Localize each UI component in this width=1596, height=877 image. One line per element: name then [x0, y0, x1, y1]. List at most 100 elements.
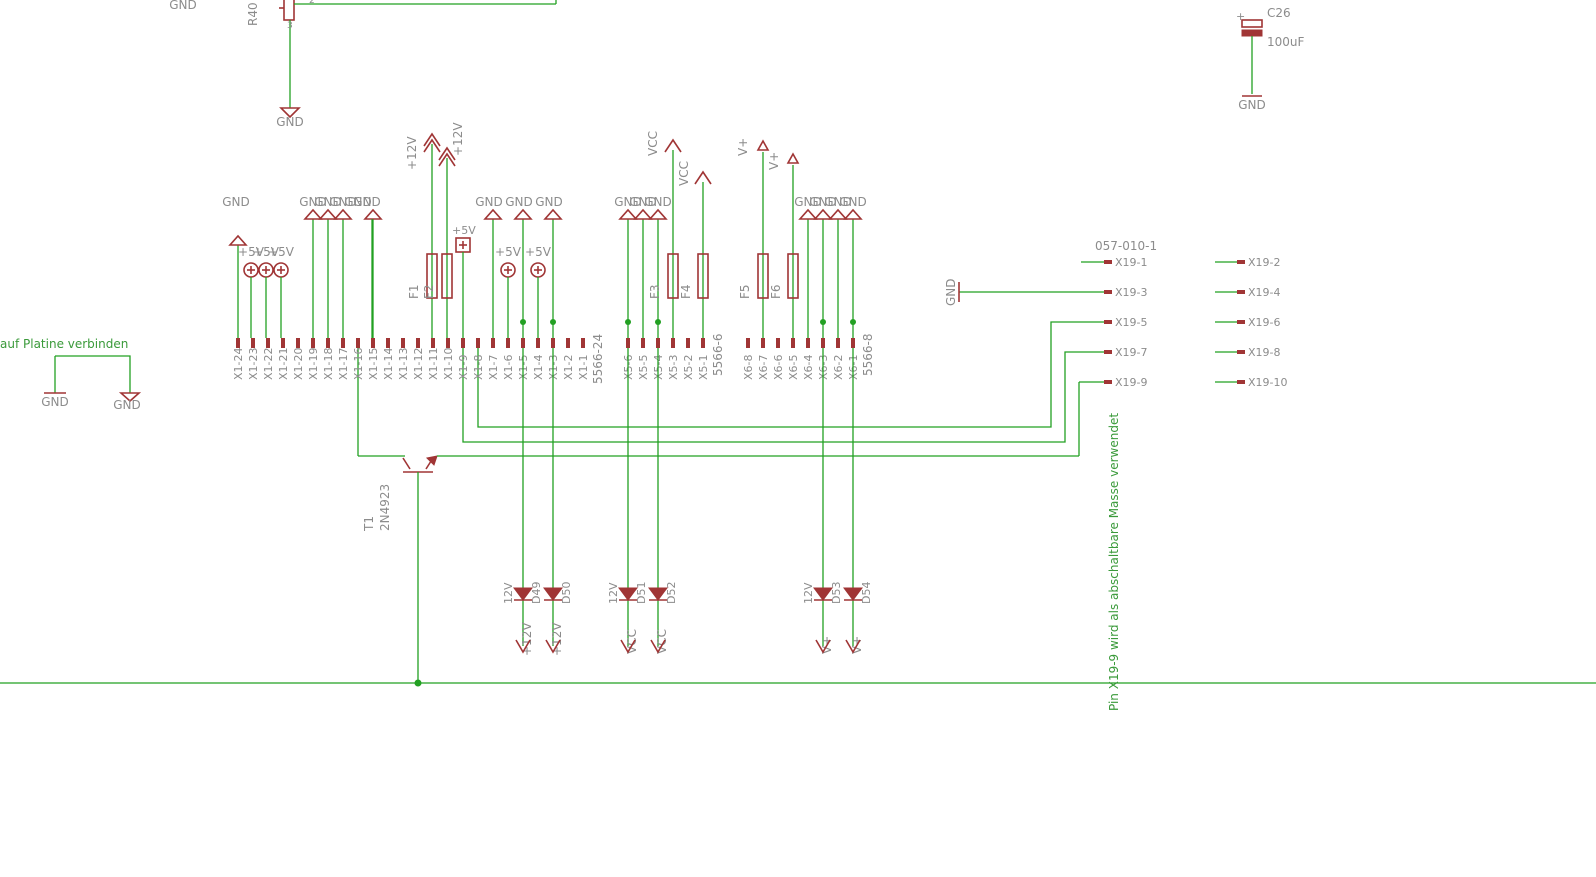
left-gnd-b-symbol — [118, 392, 142, 403]
gnd-symbol-r40 — [279, 107, 301, 119]
x1-pin-label-x1-9: X1-9 — [457, 354, 470, 380]
x1-gnd-label-0: GND — [222, 195, 250, 209]
x1-pin-x1-4 — [536, 338, 540, 348]
x1-pin-label-x1-4: X1-4 — [532, 354, 545, 380]
x1-pin-label-x1-12: X1-12 — [412, 347, 425, 380]
x5-pin-x5-5 — [641, 338, 645, 348]
led-body-d53 — [813, 587, 833, 601]
x19-pad-x19-3 — [1104, 290, 1112, 294]
x19-pin-label-x19-9: X19-9 — [1115, 376, 1148, 389]
x1-pin-x1-6 — [506, 338, 510, 348]
static-layer: GND GND R40 3 2 + C26 100uF GND auf Plat… — [0, 0, 1596, 711]
x5-pin-x5-3 — [671, 338, 675, 348]
x1-gnd-label-6: GND — [505, 195, 533, 209]
vplus-b-label: V+ — [767, 152, 781, 170]
x1-pin-x1-18 — [326, 338, 330, 348]
r40-label: R40 — [246, 2, 260, 26]
x5-gnd-0-symbol — [618, 208, 638, 220]
led-junction-3 — [655, 319, 661, 325]
led-12v-label-0: 12V — [502, 582, 515, 604]
x1-p5v-4-label: +5V — [525, 245, 552, 259]
x1-pin-label-x1-13: X1-13 — [397, 347, 410, 380]
x19-pin-label-x19-8: X19-8 — [1248, 346, 1281, 359]
x6-gnd-2-symbol — [828, 208, 848, 220]
x19-pad-x19-8 — [1237, 350, 1245, 354]
fuse-f4 — [697, 253, 709, 299]
t1-type: 2N4923 — [378, 484, 392, 531]
x6-gnd-label-1: GND — [809, 195, 837, 209]
vplus-a-label: V+ — [736, 138, 750, 156]
x1-gnd-1-symbol — [303, 208, 323, 220]
x1-pin-x1-14 — [386, 338, 390, 348]
c26-plus: + — [1236, 10, 1245, 23]
vplus-a-arrow — [756, 139, 770, 151]
x1-p5v-1-label: +5V — [253, 245, 280, 259]
fuse-f5 — [757, 253, 769, 299]
x19-pin-label-x19-1: X19-1 — [1115, 256, 1148, 269]
x1-pin-label-x1-1: X1-1 — [577, 354, 590, 380]
left-gnd-b-label: GND — [113, 398, 141, 412]
x1-pin-label-x1-7: X1-7 — [487, 354, 500, 380]
x1-pin-x1-2 — [566, 338, 570, 348]
x6-gnd-3-symbol — [843, 208, 863, 220]
x19-7-net — [462, 338, 1110, 443]
x6-pin-x6-1 — [851, 338, 855, 348]
led-name-d52: D52 — [665, 582, 678, 604]
led-supply-label-1: +12V — [550, 622, 564, 656]
fuse-label-f6: F6 — [769, 284, 783, 299]
p12b-arrow-2 — [438, 152, 456, 167]
x1-gnd-label-extra: GND — [344, 195, 372, 209]
fuse-label-f5: F5 — [738, 284, 752, 299]
x19-pin-label-x19-2: X19-2 — [1248, 256, 1281, 269]
x19-pad-x19-9 — [1104, 380, 1112, 384]
led-arrow-4 — [815, 639, 831, 654]
x19-pad-x19-4 — [1237, 290, 1245, 294]
x5-pin-label-x5-2: X5-2 — [682, 354, 695, 380]
x5-gnd-label-0: GND — [614, 195, 642, 209]
x1-pin-x1-13 — [401, 338, 405, 348]
x1-pin-x1-1 — [581, 338, 585, 348]
x19-pin-label-x19-7: X19-7 — [1115, 346, 1148, 359]
x1-pin-label-x1-21: X1-21 — [277, 347, 290, 380]
led-arrow-2 — [620, 639, 636, 654]
led-junction-0 — [520, 319, 526, 325]
x6-gnd-label-2: GND — [824, 195, 852, 209]
x6-name: 5566-8 — [861, 333, 875, 376]
led-arrow-5 — [845, 639, 861, 654]
x1-pin-x1-20 — [296, 338, 300, 348]
x1-pin-x1-5 — [521, 338, 525, 348]
led-arrow-3 — [650, 639, 666, 654]
led-name-d49: D49 — [530, 582, 543, 604]
x6-pin-x6-5 — [791, 338, 795, 348]
x1-pin-label-x1-24: X1-24 — [232, 347, 245, 380]
x1-gnd-label-2: GND — [314, 195, 342, 209]
x1-p5v-0-label: +5V — [238, 245, 265, 259]
x1-gnd-2-symbol — [318, 208, 338, 220]
x1-pin-label-x1-22: X1-22 — [262, 347, 275, 380]
x5-pin-x5-2 — [686, 338, 690, 348]
p12b-arrow-1 — [438, 146, 456, 161]
x6-pin-label-x6-4: X6-4 — [802, 354, 815, 380]
x5-pin-x5-6 — [626, 338, 630, 348]
x1-pin-label-x1-6: X1-6 — [502, 354, 515, 380]
x1-pin-label-x1-19: X1-19 — [307, 347, 320, 380]
x1-pin-x1-8 — [476, 338, 480, 348]
fuse-f1 — [426, 253, 438, 299]
x19-name: 057-010-1 — [1095, 239, 1157, 253]
x1-pin-x1-16 — [356, 338, 360, 348]
x19-pad-x19-10 — [1237, 380, 1245, 384]
x1-pin-label-x1-17: X1-17 — [337, 347, 350, 380]
led-name-d51: D51 — [635, 582, 648, 604]
led-junction-5 — [850, 319, 856, 325]
x1-pin-x1-3 — [551, 338, 555, 348]
x6-pin-x6-7 — [761, 338, 765, 348]
x1-pin-x1-10 — [446, 338, 450, 348]
p12b-label: +12V — [451, 122, 465, 156]
fuse-label-f4: F4 — [679, 284, 693, 299]
x1-name: 5566-24 — [591, 334, 605, 384]
vcc-a-label: VCC — [646, 131, 660, 156]
left-link-wire — [55, 355, 131, 393]
x19-pin-label-x19-5: X19-5 — [1115, 316, 1148, 329]
